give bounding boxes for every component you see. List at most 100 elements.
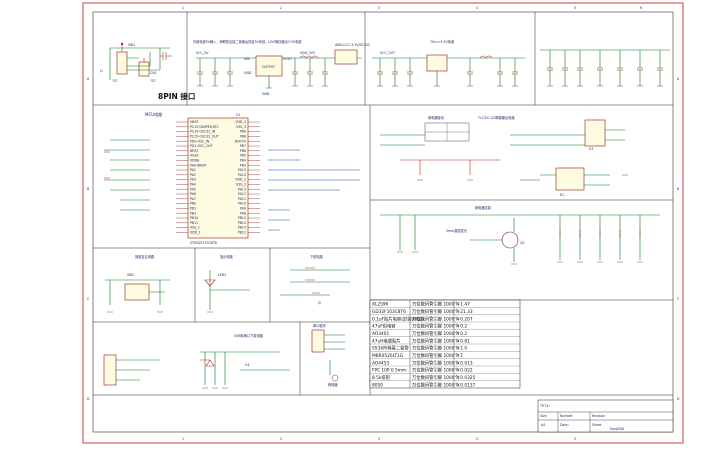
number-label: Number [560, 414, 573, 418]
mcu-pin-label: BOOT0 [235, 139, 246, 143]
bom-price: ￥1.47 [456, 302, 470, 308]
connector-section: J1 CN1 SW1 8PIN 接口 [99, 42, 195, 101]
bom-price: ￥0.81 [456, 338, 470, 344]
net-label: VCC_5V [196, 51, 209, 55]
mcu-pin-label: PA10 [238, 202, 246, 206]
mcu-pin-label: NRST [190, 149, 199, 153]
section-dividers [93, 12, 673, 396]
zone-letter: B [87, 187, 89, 191]
bom-part: SS34肖特基二极管 [372, 345, 409, 352]
zone-number: 1 [182, 437, 184, 441]
mcu-pin-label: PA14 [238, 173, 246, 177]
zone-number: 1 [182, 6, 184, 10]
ref-label: Q2 [520, 241, 525, 245]
ref-label: SW1 [128, 43, 135, 47]
mcu-pin-label: PA5 [190, 187, 196, 191]
pin-label: GND [244, 71, 252, 75]
mcu-pin-label: PC14-OSC32_IN [190, 130, 216, 134]
mcu-pin-label: VSSA [190, 154, 199, 158]
sensor-section: 继电器控制 3mm直插发光 Q2 [380, 205, 660, 265]
size-label: Size [540, 414, 547, 418]
zone-number: 2 [280, 437, 282, 441]
mcu-pin-label: PB0 [190, 202, 196, 206]
ref-label: U3 [589, 147, 593, 151]
mcu-pin-label: PA7 [190, 197, 196, 201]
mcu-pin-label: PD0-OSC_IN [190, 139, 210, 143]
power-section: 外部电源5V输入，串联防反接二极管后供给5V系统，LDO降压输出3.3V电源 A… [193, 39, 371, 96]
ref-label: K1 [560, 193, 564, 197]
bom-desc: 万位数码管引脚 1000个 [412, 367, 459, 374]
mcu-pin-label: PC15-OSC32_OUT [190, 135, 219, 139]
mcu-left-pins: VBATPC13-TAMPER-RTCPC14-OSC32_INPC15-OSC… [176, 120, 220, 235]
section-title: 继电器驱动 [428, 115, 444, 120]
section-title: 7Vcc=3.3V电源 [430, 39, 455, 44]
small-blocks: 按键复位电路 SW2 指示电路 LED2 下载电路 J2 [105, 254, 350, 313]
size-value: A4 [541, 423, 545, 427]
mcu-pin-label: PB12 [238, 231, 246, 235]
bom-part: 8050 [372, 382, 383, 388]
net-label: GND [262, 92, 270, 96]
mcu-pin-label: PB13 [238, 226, 246, 230]
zone-number: 5 [574, 437, 576, 441]
decoupling-section [540, 49, 670, 87]
bom-part: 0.1uF贴片电容(封装0402) [372, 315, 424, 322]
mcu-pin-label: VSS_2 [236, 183, 246, 187]
ic-note: AMS1117-3.3V/DC-DC [335, 43, 371, 47]
regulator-section: 7Vcc=3.3V电源 VCC_OUT [372, 39, 525, 87]
mcu-pin-label: PB5 [240, 154, 246, 158]
bom-desc: 万位数码管引脚 1000个 [412, 315, 459, 322]
mcu-pin-label: PA6 [190, 192, 196, 196]
section-title: 继电器控制 [475, 205, 491, 210]
mcu-pin-label: PB2 [190, 211, 196, 215]
mcu-pin-label: VDD_2 [235, 178, 246, 182]
bom-price: ￥0.0325 [456, 375, 476, 381]
zone-letter: A [87, 77, 90, 81]
section-title: 指示电路 [220, 254, 234, 259]
mcu-pin-label: PB14 [238, 221, 246, 225]
bom-part: MBR0520LT1G [372, 353, 403, 359]
mcu-pin-label: VDDA [190, 159, 200, 163]
mcu-pin-label: PB6 [240, 149, 246, 153]
bom-part: XL2596 [372, 302, 389, 308]
zone-letter: D [87, 397, 90, 401]
pin-label: VOUT [283, 57, 292, 61]
mcu-pin-label: PB10 [190, 216, 198, 220]
mcu-pin-label: PB11 [190, 221, 198, 225]
ref-label: J2 [317, 301, 321, 305]
mcu-pin-label: PB4 [240, 159, 246, 163]
mcu-right-pins: VDD_3VSS_3PB9PB8BOOT0PB7PB6PB5PB4PB3PA15… [235, 120, 260, 235]
mcu-pin-label: PA9 [240, 207, 246, 211]
pin-label: VIN [244, 57, 250, 61]
bom-price: ￥0.0137 [456, 382, 476, 388]
mcu-pin-label: VSS_1 [190, 226, 200, 230]
title-block: TITLE: Size Number Revision A4 Date: She… [537, 399, 674, 433]
dcdc-ic [334, 49, 358, 65]
bom-desc: 万位数码管引脚 1000个 [412, 323, 459, 330]
mcu-pin-label: VDD_1 [190, 231, 201, 235]
mcu-pin-label: PA1 [190, 168, 196, 172]
ref-label: U4 [245, 363, 249, 367]
mcu-pin-label: PB7 [240, 144, 246, 148]
bom-desc: 万位数码管引脚 1000个 [412, 352, 459, 359]
mcu-pin-label: PA4 [190, 183, 196, 187]
bom-price: ￥0.022 [456, 368, 473, 374]
zone-number: 3 [378, 6, 380, 10]
mcu-pin-label: PA3 [190, 178, 196, 182]
bom-price: ￥1 [456, 353, 463, 359]
ref-label: LED2 [218, 273, 226, 277]
sheet-label: Sheet [592, 423, 602, 427]
mcu-pin-label: PA11 [238, 197, 246, 201]
mcu-pin-label: PA12 [238, 192, 246, 196]
optocoupler [555, 167, 585, 191]
bom-price: ￥0.2 [456, 324, 467, 330]
driver-ic [584, 119, 606, 147]
section-title: 蜂鸣器 [328, 382, 338, 387]
bottom-blocks: USB转串口下载电路 U4 串口模块 蜂鸣器 [103, 323, 345, 389]
bom-price: ￥0.2 [456, 331, 467, 337]
title-label: TITLE: [539, 404, 550, 408]
drive-section: 继电器驱动 TLC/OC-I/O隔离输出电路 K1 U3 [380, 115, 628, 197]
ic-label: OUTPUT [262, 65, 275, 69]
ref-label: J1 [99, 69, 103, 73]
mcu-ic [187, 117, 249, 239]
bom-part: GD32F103C8T6 [372, 309, 406, 315]
